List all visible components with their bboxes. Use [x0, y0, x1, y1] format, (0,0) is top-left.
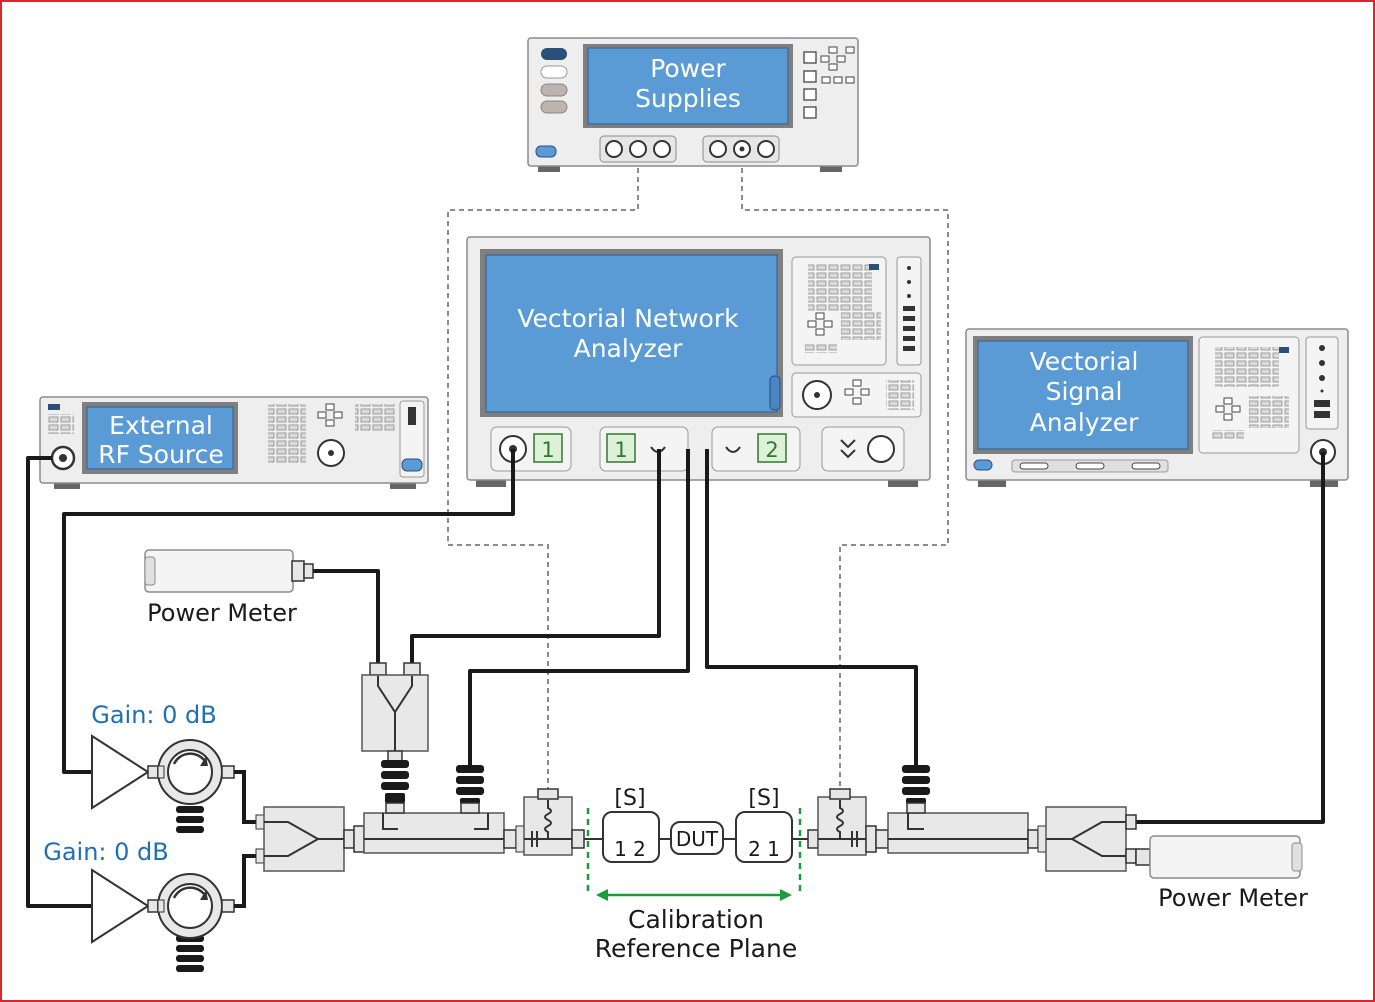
calibration-label-2: Reference Plane	[595, 934, 797, 963]
vsa-title-1: Vectorial	[1030, 347, 1139, 376]
vsa-title-3: Analyzer	[1030, 408, 1140, 437]
power-splitter	[361, 662, 429, 762]
vna-title-1: Vectorial Network	[517, 304, 739, 333]
s-parameter-label-left: [S]	[614, 786, 645, 811]
power-supplies-title-2: Supplies	[635, 84, 741, 113]
rf-source-title-1: External	[109, 411, 213, 440]
circulator-top	[157, 739, 235, 805]
coupler-left	[353, 802, 517, 854]
calibration-label-1: Calibration	[628, 905, 764, 934]
power-meter-top-label: Power Meter	[147, 599, 297, 627]
s-block-ports-right: 2 1	[748, 837, 780, 861]
circulator-bottom	[157, 873, 235, 939]
vna-port-1-label-a: 1	[541, 438, 554, 462]
control-lines	[447, 168, 949, 790]
vna-port-1-label-b: 1	[614, 438, 627, 462]
calibration-reference-plane	[586, 808, 802, 901]
power-supplies-title-1: Power	[650, 54, 726, 83]
power-meter-bottom	[1135, 835, 1303, 879]
fixture-and-dut: [S] [S] 1 2 2 1 DUT	[584, 786, 816, 863]
driver-amplifier-top	[91, 734, 159, 810]
rf-cables	[26, 449, 1325, 908]
vna-instrument: 1 1 2 Vectorial Network Analyzer	[466, 236, 931, 487]
rf-source-title-2: RF Source	[98, 440, 224, 469]
power-meter-bottom-label: Power Meter	[1158, 884, 1308, 912]
bias-tee-right	[807, 788, 877, 856]
amp-to-combiner-links	[234, 770, 258, 908]
bias-tee-left	[515, 788, 585, 856]
vna-port-2-label: 2	[765, 438, 778, 462]
vsa-instrument: Vectorial Signal Analyzer	[965, 328, 1349, 487]
dut-label: DUT	[676, 827, 719, 851]
power-combiner	[255, 806, 355, 872]
s-parameter-label-right: [S]	[748, 786, 779, 811]
s-block-ports-left: 1 2	[614, 837, 646, 861]
gain-label-top: Gain: 0 dB	[91, 701, 217, 729]
rf-source-instrument: External RF Source	[39, 396, 429, 489]
power-supplies-instrument: Power Supplies	[527, 37, 859, 172]
coupler-right	[875, 802, 1039, 854]
power-meter-top	[144, 549, 314, 593]
vsa-title-2: Signal	[1046, 377, 1123, 406]
gain-label-bottom: Gain: 0 dB	[43, 838, 169, 866]
driver-amplifier-bottom	[91, 868, 159, 944]
output-splitter	[1037, 806, 1137, 872]
vna-title-2: Analyzer	[574, 334, 684, 363]
